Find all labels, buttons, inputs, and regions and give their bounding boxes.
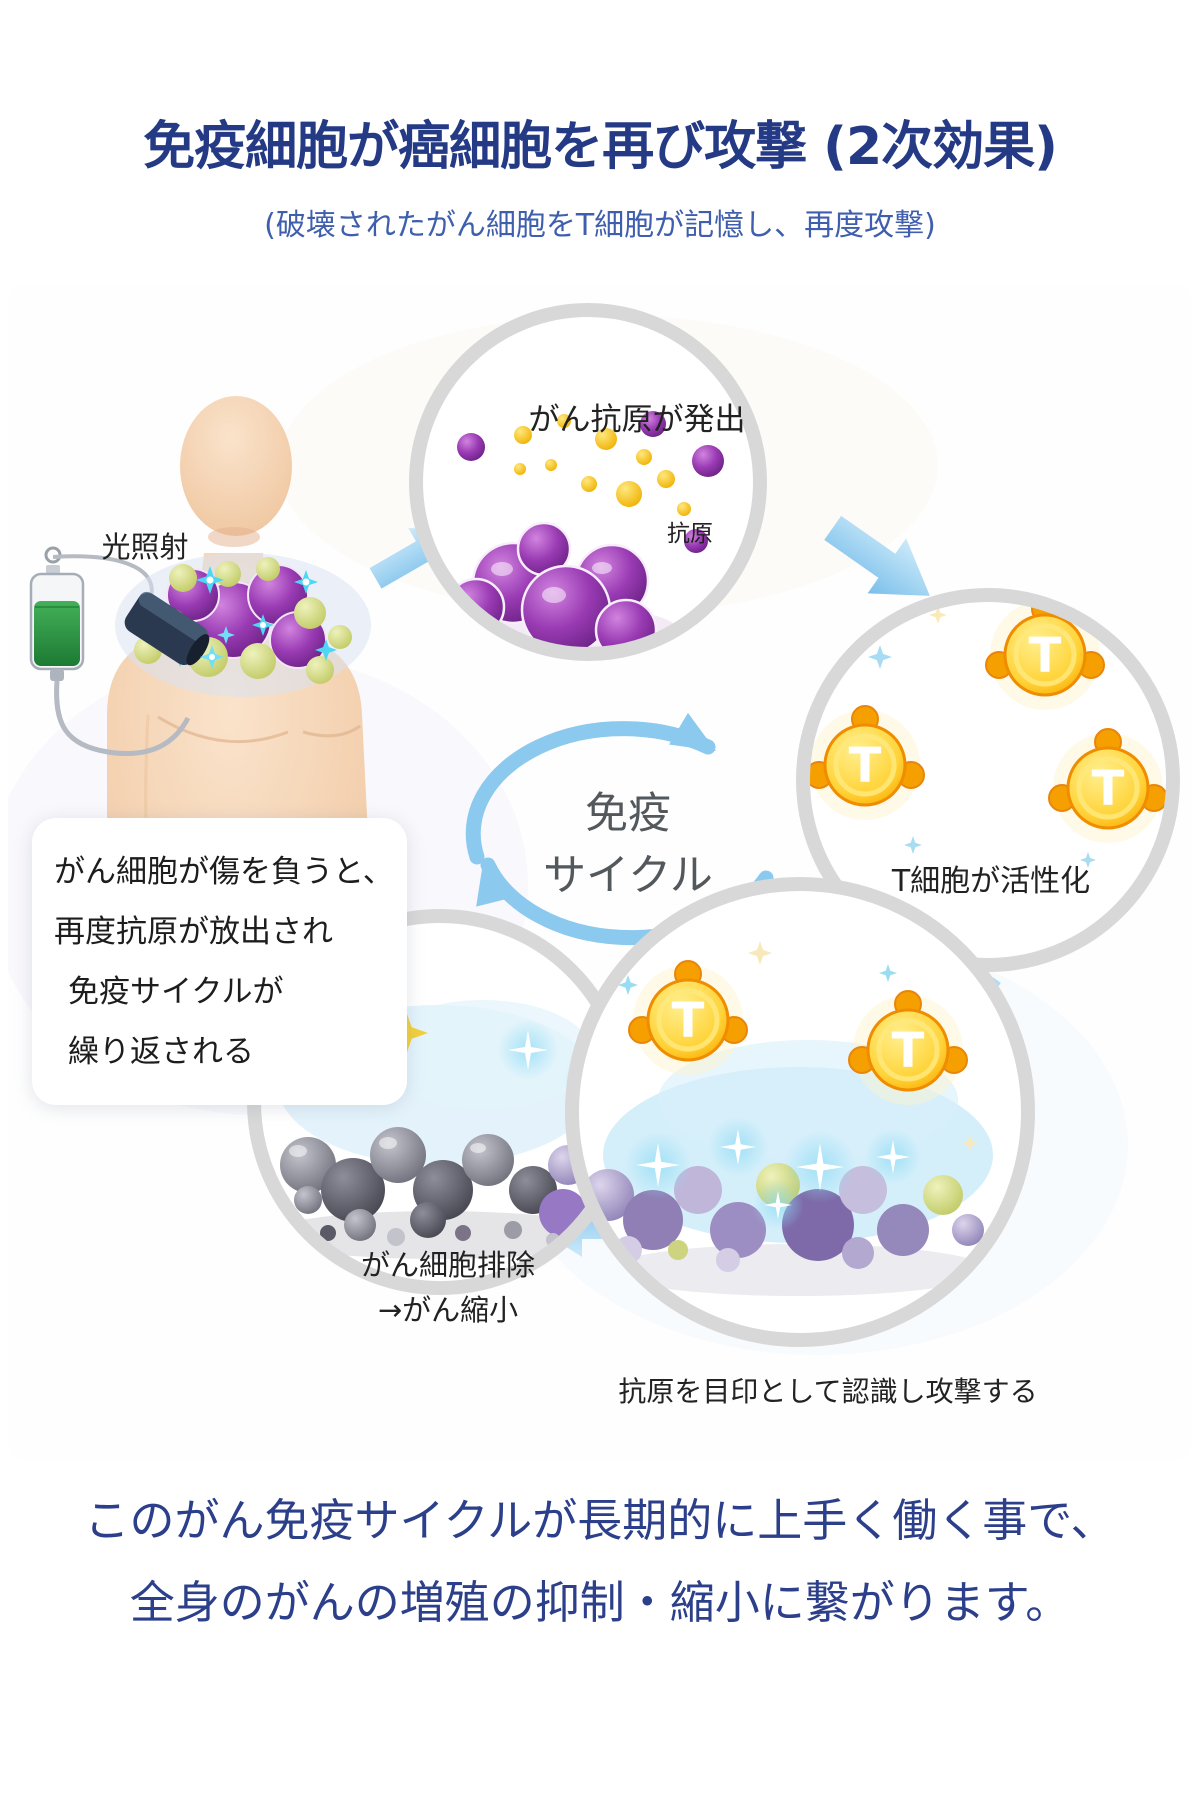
t-letter: T	[849, 738, 882, 794]
sparkles	[868, 645, 1096, 868]
circle-ring	[565, 877, 1035, 1347]
cycle-line-1: 免疫	[585, 789, 671, 839]
footer-summary: このがん免疫サイクルが長期的に上手く働く事で、 全身のがんの増殖の抑制・縮小に繋…	[0, 1480, 1200, 1644]
light-irradiation-label: 光照射	[101, 530, 189, 564]
iv-drip	[29, 546, 191, 756]
note-line-2: 再度抗原が放出され	[54, 914, 333, 950]
circle-ring	[409, 303, 767, 661]
tcell-activation-circle: T T	[796, 588, 1180, 972]
elimination-label: がん細胞排除 →がん縮小	[318, 1243, 578, 1333]
tcell-activation-label: T細胞が活性化	[891, 864, 1091, 899]
t-cell-icon: T	[809, 705, 925, 820]
attack-sparkles	[624, 1117, 921, 1231]
cycle-repeat-note: がん細胞が傷を負うと、 再度抗原が放出され 免疫サイクルが 繰り返される	[32, 818, 407, 1105]
t-letter: T	[1029, 628, 1062, 684]
elimination-line-2: →がん縮小	[377, 1293, 519, 1327]
cancer-cells	[446, 521, 658, 648]
antigen-release-circle	[409, 303, 767, 661]
attack-label: 抗原を目印として認識し攻撃する	[618, 1375, 1038, 1408]
t-letter: T	[892, 1023, 925, 1079]
t-cell-icon: T	[985, 601, 1105, 710]
t-letter: T	[672, 993, 705, 1049]
antigen-dots	[514, 414, 691, 516]
circle-ring	[796, 588, 1180, 972]
t-cell-icon: T	[628, 960, 748, 1075]
cycle-line-2: サイクル	[543, 851, 713, 901]
note-line-3: 免疫サイクルが	[68, 974, 284, 1010]
iv-liquid	[34, 601, 80, 666]
t-cell-icon: T	[848, 990, 968, 1105]
iv-tube	[54, 680, 191, 756]
immune-cycle-center-label: 免疫 サイクル	[528, 783, 728, 907]
arrow-antigen-to-tcell	[824, 515, 930, 596]
page-subtitle: (破壊されたがん細胞をT細胞が記憶し、再度攻撃)	[264, 208, 936, 243]
page-title: 免疫細胞が癌細胞を再び攻撃 (2次効果)	[143, 117, 1058, 177]
antigen-release-label: がん抗原が発出	[528, 402, 746, 438]
footer-line-1: このがん免疫サイクルが長期的に上手く働く事で、	[84, 1494, 1116, 1547]
antigen-label: 抗原	[667, 521, 713, 547]
attack-circle: T T	[565, 877, 1035, 1347]
note-line-4: 繰り返される	[68, 1034, 254, 1070]
light-emission-sparkles	[200, 626, 235, 669]
elimination-line-1: がん細胞排除	[360, 1248, 535, 1282]
t-letter: T	[1092, 761, 1125, 817]
footer-line-2: 全身のがんの増殖の抑制・縮小に繋がります。	[129, 1576, 1071, 1629]
t-cell-icon: T	[1048, 728, 1167, 843]
light-device-icon	[124, 591, 210, 666]
note-line-1: がん細胞が傷を負うと、	[54, 854, 394, 890]
patient-head	[180, 396, 292, 536]
